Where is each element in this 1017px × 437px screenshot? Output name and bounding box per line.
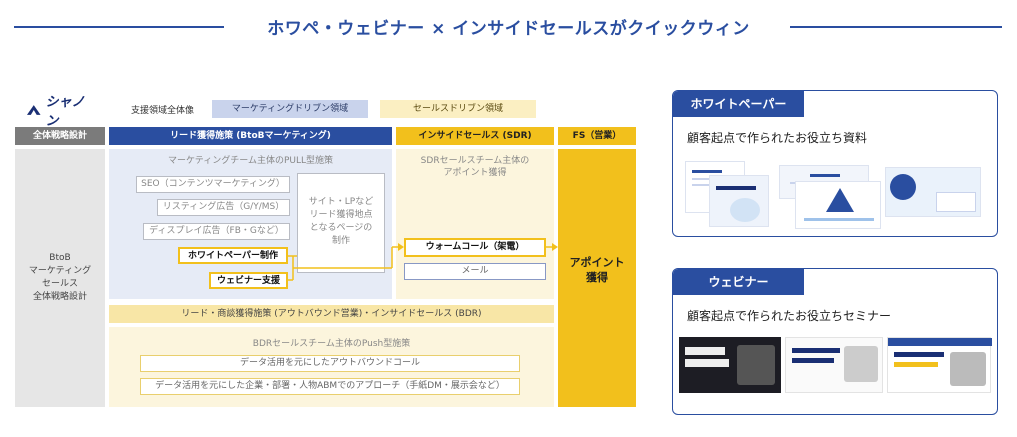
webinar-subtitle: 顧客起点で作られたお役立ちセミナー [687, 309, 892, 323]
column-header-lead: リード獲得施策 (BtoBマーケティング) [109, 127, 392, 145]
seo-box: SEO（コンテンツマーケティング） [136, 176, 290, 193]
display-ad-box: ディスプレイ広告（FB・Gなど） [143, 223, 290, 240]
webinar-card[interactable]: ウェビナー 顧客起点で作られたお役立ちセミナー [672, 268, 998, 415]
heading-line-right [790, 26, 1002, 28]
column-header-inside-sales: インサイドセールス (SDR) [396, 127, 554, 145]
whitepaper-thumbnail [709, 175, 769, 227]
fs-line: 獲得 [586, 271, 608, 284]
lp-box-line: サイト・LPなど [308, 197, 374, 207]
mail-box: メール [404, 263, 546, 280]
strategy-text: BtoB マーケティング セールス 全体戦略設計 [15, 252, 105, 304]
warm-call-box: ウォームコール（架電） [404, 238, 546, 257]
support-area-label: 支援領域全体像 [131, 106, 195, 116]
logo: シャノン [26, 95, 96, 129]
webinar-thumbnail [887, 337, 992, 393]
strategy-line: BtoB [49, 253, 71, 263]
arrow-to-fs [552, 243, 558, 251]
sdr-title-line: SDRセールスチーム主体の [420, 156, 530, 166]
column-header-fs: FS（営業） [558, 127, 636, 145]
lp-box-line: リード獲得地点 [309, 210, 373, 220]
lp-box-line: となるページの [309, 223, 373, 233]
appointment-text: アポイント 獲得 [558, 255, 636, 285]
fs-block [558, 149, 636, 407]
column-header-strategy: 全体戦略設計 [15, 127, 105, 145]
whitepaper-subtitle: 顧客起点で作られたお役立ち資料 [687, 131, 868, 145]
strategy-line: セールス [41, 279, 78, 289]
whitepaper-box: ホワイトペーパー制作 [178, 247, 288, 264]
legend-marketing: マーケティングドリブン領域 [212, 100, 368, 118]
marketing-block-title: マーケティングチーム主体のPULL型施策 [167, 156, 334, 166]
page-title: ホワペ・ウェビナー × インサイドセールスがクイックウィン [267, 19, 750, 39]
outbound-bar: リード・商談獲得施策 (アウトバウンド営業)・インサイドセールス (BDR) [109, 305, 554, 323]
sdr-title-line: アポイント獲得 [443, 168, 507, 178]
whitepaper-thumbnail [885, 167, 981, 217]
whitepaper-tab: ホワイトペーパー [673, 91, 804, 117]
heading-line-left [14, 26, 224, 28]
strategy-block [15, 149, 105, 407]
outbound-call-box: データ活用を元にしたアウトバウンドコール [140, 355, 520, 372]
logo-icon [26, 105, 41, 115]
legend-sales: セールスドリブン領域 [380, 100, 536, 118]
abm-approach-box: データ活用を元にした企業・部署・人物ABMでのアプローチ（手紙DM・展示会など） [140, 378, 520, 395]
webinar-thumbnail [785, 337, 883, 393]
fs-line: アポイント [569, 256, 625, 269]
strategy-line: マーケティング [28, 266, 92, 276]
whitepaper-thumbnail [795, 181, 881, 229]
sdr-block-title: SDRセールスチーム主体の アポイント獲得 [396, 155, 554, 179]
webinar-thumbnail [679, 337, 781, 393]
lp-box-line: 制作 [331, 236, 350, 246]
webinar-tab: ウェビナー [673, 269, 804, 295]
lp-production-box: サイト・LPなど リード獲得地点 となるページの 制作 [297, 173, 385, 273]
webinar-box: ウェビナー支援 [209, 272, 288, 289]
arrow-to-warm-call [398, 243, 404, 251]
strategy-line: 全体戦略設計 [32, 292, 87, 302]
lp-to-warm-call-connector [293, 246, 400, 269]
listing-ad-box: リスティング広告（G/Y/MS） [157, 199, 290, 216]
logo-text: シャノン [45, 95, 85, 129]
bdr-block-title: BDRセールスチーム主体のPush型施策 [252, 339, 411, 349]
whitepaper-card[interactable]: ホワイトペーパー 顧客起点で作られたお役立ち資料 [672, 90, 998, 237]
